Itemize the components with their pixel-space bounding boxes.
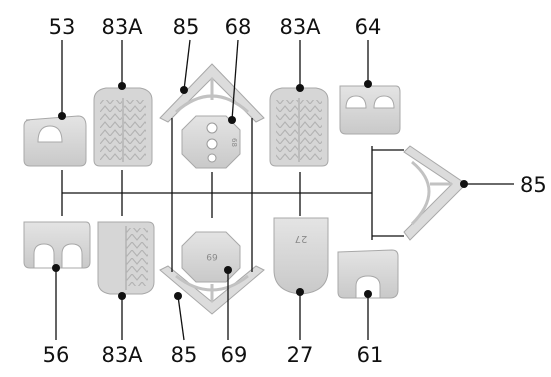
dot-53 [58, 112, 66, 120]
dot-83a-bottom [118, 292, 126, 300]
part-69-marking: 69 [206, 251, 218, 261]
labels: 53 83A 85 68 83A 64 85 56 83A 85 69 27 6… [43, 15, 547, 367]
label-68: 68 [225, 15, 252, 39]
dot-83a-top-right [296, 84, 304, 92]
dot-27 [296, 288, 304, 296]
part-68: 68 [181, 115, 241, 169]
dot-69 [224, 266, 232, 274]
part-61 [337, 249, 399, 299]
label-83a-bottom: 83A [101, 343, 143, 367]
part-56 [23, 221, 91, 269]
label-56: 56 [43, 343, 70, 367]
dot-85-top [180, 86, 188, 94]
dot-83a-top-left [118, 82, 126, 90]
label-85-top: 85 [173, 15, 200, 39]
label-83a-top-right: 83A [279, 15, 321, 39]
label-64: 64 [355, 15, 382, 39]
dot-85-bottom [174, 292, 182, 300]
part-85-right [403, 145, 467, 241]
part-68-marking: 68 [230, 138, 238, 147]
leader-dots [52, 80, 468, 300]
label-27: 27 [287, 343, 314, 367]
dot-61 [364, 290, 372, 298]
part-53 [23, 115, 87, 167]
part-83a-top-left [93, 87, 153, 167]
label-85-bottom: 85 [171, 343, 198, 367]
part-83a-top-right [269, 87, 329, 167]
label-85-right: 85 [520, 173, 547, 197]
part-85-top [159, 63, 265, 123]
part-27: 27 [273, 217, 329, 295]
part-69: 69 [181, 231, 241, 283]
leader-lines [55, 39, 514, 341]
dot-64 [364, 80, 372, 88]
dot-85-right [460, 180, 468, 188]
part-83a-bottom [97, 221, 155, 295]
part-64 [339, 85, 401, 135]
part-85-bottom [159, 265, 265, 315]
part-27-marking: 27 [295, 233, 308, 244]
label-53: 53 [49, 15, 76, 39]
label-83a-top-left: 83A [101, 15, 143, 39]
dot-68 [228, 116, 236, 124]
label-69: 69 [221, 343, 248, 367]
dot-56 [52, 264, 60, 272]
label-61: 61 [357, 343, 384, 367]
